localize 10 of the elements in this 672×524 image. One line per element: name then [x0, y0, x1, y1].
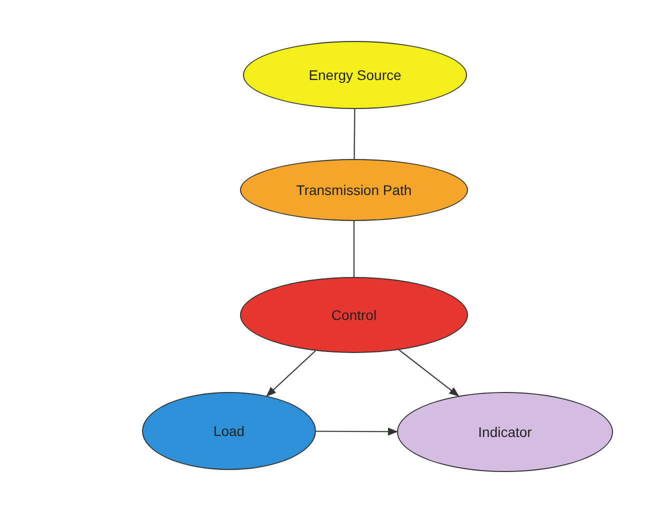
arrow	[266, 350, 316, 397]
connector-line	[353, 221, 355, 277]
node-label: Energy Source	[308, 66, 402, 85]
node-label: Load	[213, 422, 245, 440]
node-label: Indicator	[478, 422, 532, 442]
connector-line	[354, 109, 356, 159]
node-label: Transmission Path	[296, 180, 412, 200]
node-label: Control	[331, 306, 377, 324]
arrow	[398, 349, 460, 397]
arrow	[316, 428, 398, 436]
